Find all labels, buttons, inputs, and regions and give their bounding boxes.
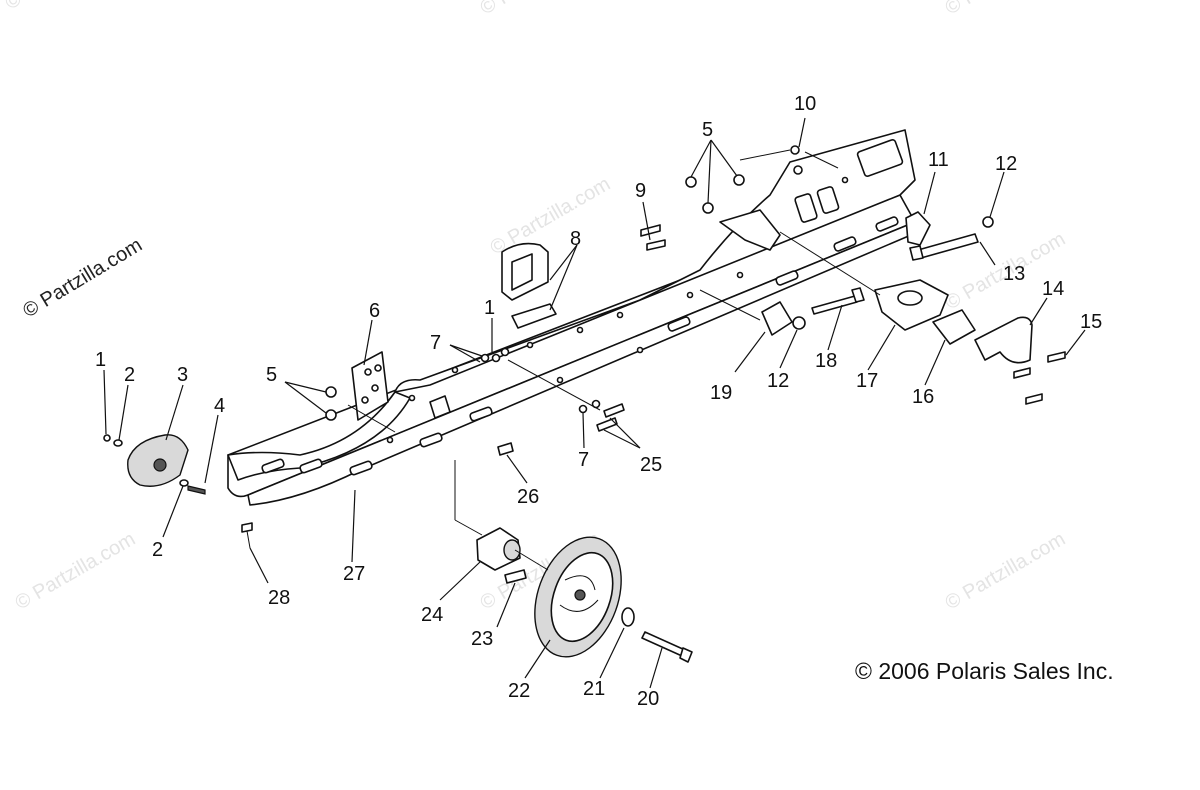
nut-12-right bbox=[982, 216, 994, 228]
rail-assembly bbox=[227, 129, 919, 506]
bolt-18 bbox=[811, 287, 865, 315]
callout-7: 7 bbox=[578, 449, 589, 471]
bolts-10 bbox=[790, 145, 803, 175]
bolts-15 bbox=[1013, 351, 1066, 405]
callout-4: 4 bbox=[214, 395, 225, 417]
callout-7: 7 bbox=[430, 332, 441, 354]
bolt-26 bbox=[497, 442, 514, 456]
callout-23: 23 bbox=[471, 628, 493, 650]
callout-9: 9 bbox=[635, 180, 646, 202]
rail-slots bbox=[261, 216, 899, 476]
faint-watermark: © Partzilla.com bbox=[2, 0, 130, 14]
bolt-23 bbox=[504, 569, 527, 584]
callout-1: 1 bbox=[484, 297, 495, 319]
rail-holes bbox=[386, 176, 849, 444]
callout-16: 16 bbox=[912, 386, 934, 408]
callout-22: 22 bbox=[508, 680, 530, 702]
axle-block-24 bbox=[476, 527, 521, 571]
nut-12-middle bbox=[792, 316, 806, 330]
faint-watermark: © Partzilla.com bbox=[487, 173, 615, 259]
nuts-7 bbox=[480, 347, 601, 414]
callout-14: 14 bbox=[1042, 278, 1064, 300]
callout-2: 2 bbox=[152, 539, 163, 561]
callout-24: 24 bbox=[421, 604, 443, 626]
callout-5: 5 bbox=[266, 364, 277, 386]
callout-3: 3 bbox=[177, 364, 188, 386]
faint-watermark: © Partzilla.com bbox=[477, 0, 605, 19]
bolts-9 bbox=[640, 224, 666, 251]
callout-26: 26 bbox=[517, 486, 539, 508]
rivet-28 bbox=[241, 522, 253, 549]
bolt-20 bbox=[641, 631, 693, 663]
callout-15: 15 bbox=[1080, 311, 1102, 333]
callout-labels: 1 2 3 4 2 5 6 1 7 5 8 9 10 11 12 13 14 1… bbox=[95, 93, 1102, 710]
partzilla-watermark: © Partzilla.com bbox=[19, 234, 146, 322]
callout-18: 18 bbox=[815, 350, 837, 372]
callout-25: 25 bbox=[640, 454, 662, 476]
bracket-plate-6 bbox=[351, 351, 389, 421]
callout-2: 2 bbox=[124, 364, 135, 386]
block-19 bbox=[761, 301, 793, 336]
callout-21: 21 bbox=[583, 678, 605, 700]
callout-12: 12 bbox=[995, 153, 1017, 175]
copyright-notice: © 2006 Polaris Sales Inc. bbox=[855, 658, 1114, 684]
callout-19: 19 bbox=[710, 382, 732, 404]
clip-11 bbox=[905, 211, 931, 246]
callout-6: 6 bbox=[369, 300, 380, 322]
housing-17 bbox=[874, 279, 949, 331]
washer-21 bbox=[621, 607, 635, 627]
callout-27: 27 bbox=[343, 563, 365, 585]
leader-lines bbox=[103, 117, 1086, 689]
callout-5: 5 bbox=[702, 119, 713, 141]
faint-watermark: © Partzilla.com bbox=[942, 0, 1070, 19]
callout-11: 11 bbox=[928, 149, 949, 171]
callout-13: 13 bbox=[1003, 263, 1025, 285]
callout-12: 12 bbox=[767, 370, 789, 392]
front-tip-cap bbox=[103, 434, 206, 495]
callout-10: 10 bbox=[794, 93, 816, 115]
idler-wheel-22 bbox=[534, 536, 622, 658]
block-16 bbox=[932, 309, 976, 345]
callout-17: 17 bbox=[856, 370, 878, 392]
faint-watermark: © Partzilla.com bbox=[12, 528, 140, 614]
faint-watermark: © Partzilla.com bbox=[942, 528, 1070, 614]
callout-28: 28 bbox=[268, 587, 290, 609]
nuts-5-left bbox=[325, 386, 337, 421]
bracket-14 bbox=[974, 316, 1033, 364]
wear-block-8 bbox=[501, 242, 557, 329]
callout-20: 20 bbox=[637, 688, 659, 710]
bolts-25 bbox=[596, 403, 625, 432]
nuts-5-top bbox=[685, 174, 745, 214]
long-bolt-13 bbox=[909, 233, 979, 261]
callout-8: 8 bbox=[570, 228, 581, 250]
callout-1: 1 bbox=[95, 349, 106, 371]
